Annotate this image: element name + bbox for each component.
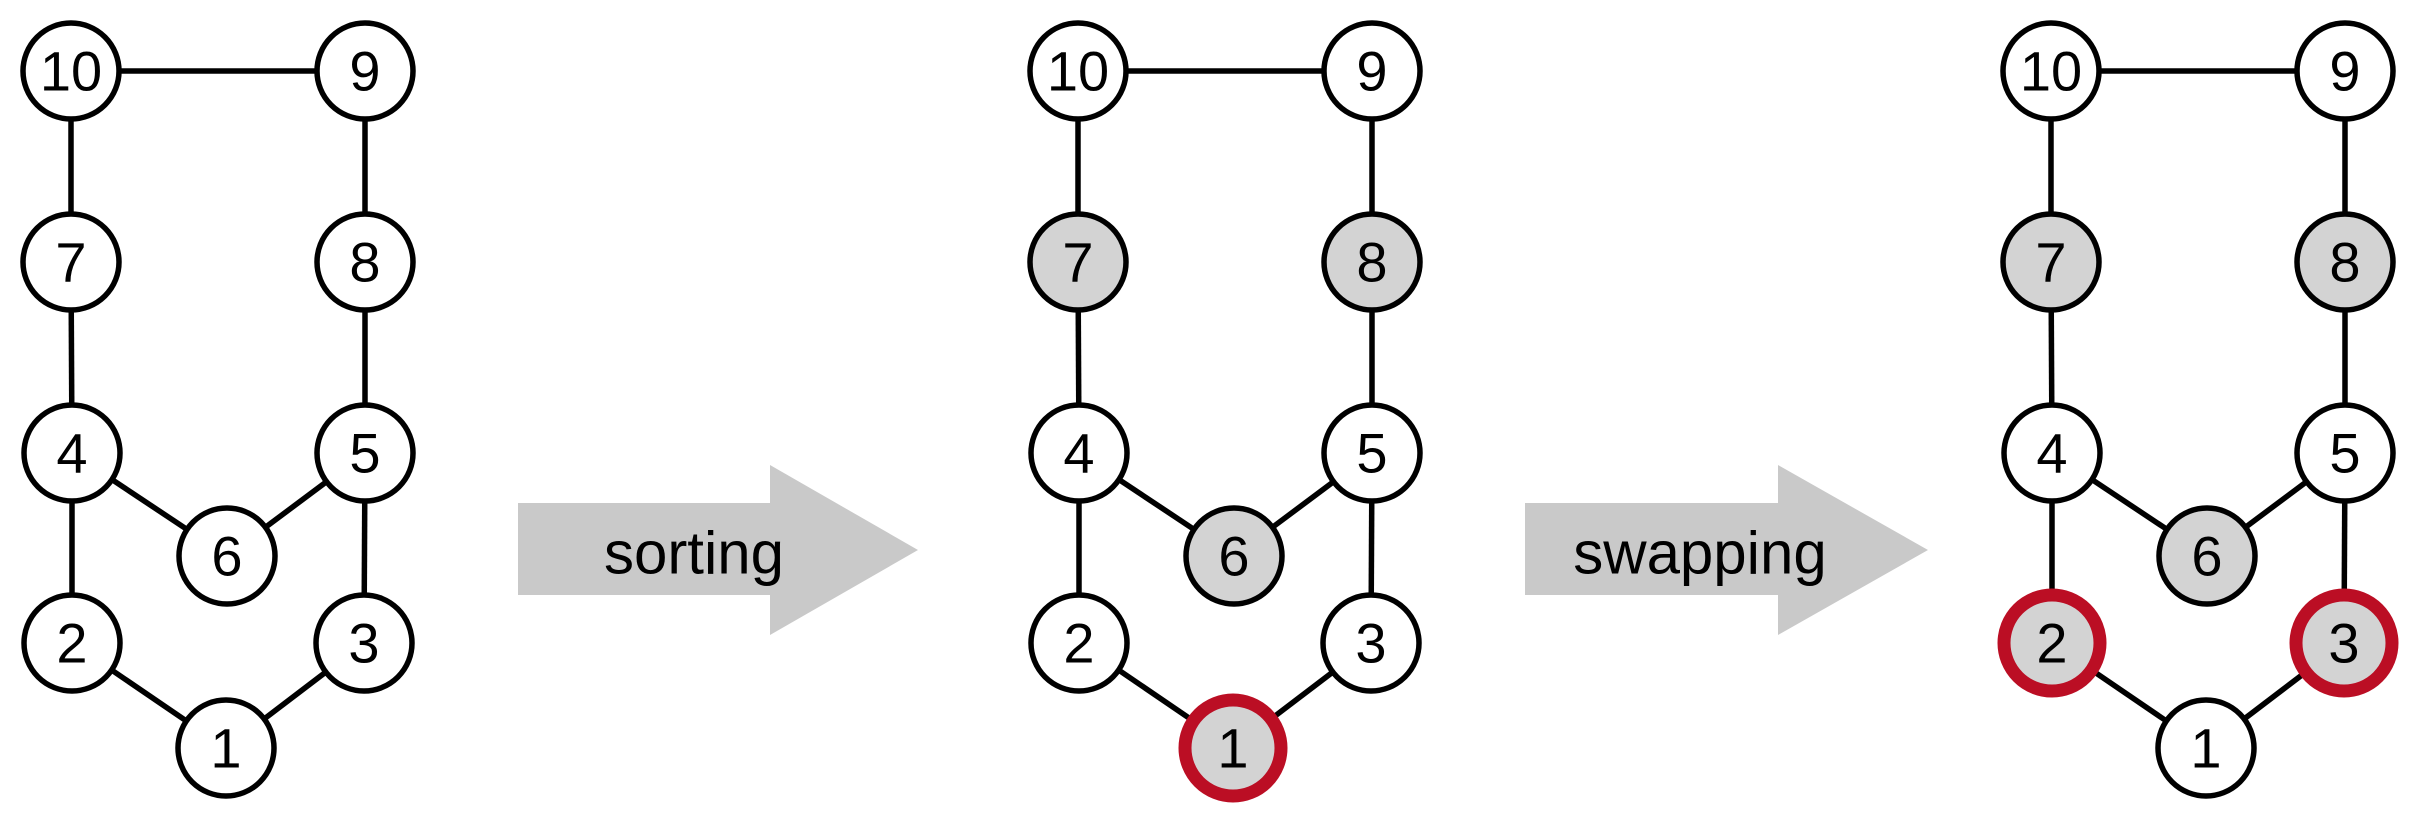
node-circle xyxy=(1321,211,1423,313)
node-circle xyxy=(2156,505,2258,607)
node-circle xyxy=(1183,505,1285,607)
swapping-arrow: swapping xyxy=(1525,465,1928,635)
node-circle xyxy=(1320,592,1422,694)
node-6: 6 xyxy=(2156,505,2258,607)
node-7: 7 xyxy=(20,211,122,313)
node-4: 4 xyxy=(1028,402,1130,504)
node-circle xyxy=(2294,211,2396,313)
node-2: 2 xyxy=(21,592,123,694)
node-9: 9 xyxy=(2294,20,2396,122)
node-7: 7 xyxy=(1027,211,1129,313)
node-circle xyxy=(314,20,416,122)
node-circle xyxy=(2155,697,2257,799)
node-9: 9 xyxy=(1321,20,1423,122)
node-5: 5 xyxy=(314,402,416,504)
node-7: 7 xyxy=(2000,211,2102,313)
node-2: 2 xyxy=(1997,588,2107,698)
node-8: 8 xyxy=(1321,211,1423,313)
node-circle xyxy=(2000,20,2102,122)
node-circle xyxy=(1027,211,1129,313)
node-3: 3 xyxy=(313,592,415,694)
node-circle xyxy=(1027,20,1129,122)
node-1: 1 xyxy=(2155,697,2257,799)
node-circle xyxy=(21,592,123,694)
node-circle xyxy=(2001,402,2103,504)
node-1: 1 xyxy=(1178,693,1288,803)
node-10: 10 xyxy=(20,20,122,122)
node-circle xyxy=(21,402,123,504)
node-circle xyxy=(20,211,122,313)
graph-original: 10 9 7 8 4 562 31 xyxy=(20,20,416,799)
node-circle-highlighted xyxy=(1997,588,2107,698)
node-circle xyxy=(313,592,415,694)
node-6: 6 xyxy=(1183,505,1285,607)
node-4: 4 xyxy=(2001,402,2103,504)
node-circle xyxy=(2000,211,2102,313)
node-circle xyxy=(2294,20,2396,122)
node-circle xyxy=(2294,402,2396,504)
node-circle-highlighted xyxy=(2289,588,2399,698)
node-circle-highlighted xyxy=(1178,693,1288,803)
node-circle xyxy=(1028,402,1130,504)
node-circle xyxy=(314,402,416,504)
node-5: 5 xyxy=(2294,402,2396,504)
right-arrow-shape xyxy=(1525,465,1928,635)
node-9: 9 xyxy=(314,20,416,122)
arrow-label: swapping xyxy=(1573,520,1827,587)
node-8: 8 xyxy=(2294,211,2396,313)
node-circle xyxy=(20,20,122,122)
node-6: 6 xyxy=(176,505,278,607)
node-1: 1 xyxy=(175,697,277,799)
graph-after-sorting: 10 9 7 8 4 562 31 xyxy=(1027,20,1423,803)
node-5: 5 xyxy=(1321,402,1423,504)
node-circle xyxy=(1028,592,1130,694)
graph-after-swapping: 10 9 7 8 4 562 31 xyxy=(1997,20,2399,799)
node-2: 2 xyxy=(1028,592,1130,694)
node-circle xyxy=(176,505,278,607)
sorting-arrow: sorting xyxy=(518,465,918,635)
arrow-label: sorting xyxy=(604,520,784,587)
node-circle xyxy=(1321,402,1423,504)
node-circle xyxy=(314,211,416,313)
node-4: 4 xyxy=(21,402,123,504)
node-3: 3 xyxy=(2289,588,2399,698)
node-circle xyxy=(175,697,277,799)
node-8: 8 xyxy=(314,211,416,313)
right-arrow-shape xyxy=(518,465,918,635)
node-10: 10 xyxy=(2000,20,2102,122)
node-circle xyxy=(1321,20,1423,122)
node-10: 10 xyxy=(1027,20,1129,122)
node-3: 3 xyxy=(1320,592,1422,694)
